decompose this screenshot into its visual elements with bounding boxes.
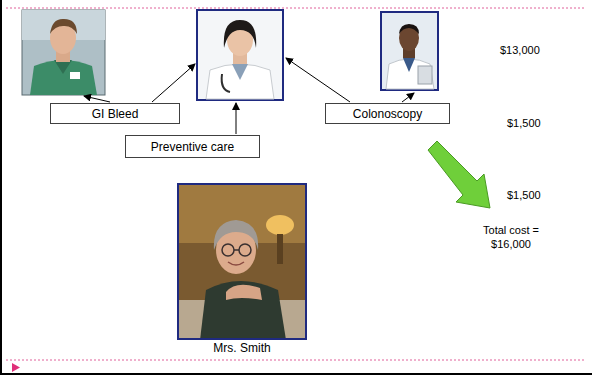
- slide-border: [0, 373, 592, 375]
- cost-label: $1,500: [507, 116, 557, 130]
- box-label: Colonoscopy: [353, 107, 422, 121]
- cost-label: $13,000: [500, 43, 560, 57]
- dotted-rule: [6, 360, 586, 361]
- condition-box: GI Bleed: [50, 103, 180, 124]
- procedure-box: Colonoscopy: [325, 103, 450, 124]
- care-box: Preventive care: [125, 135, 260, 158]
- trend-arrow: [428, 141, 490, 208]
- doctor-photo: [22, 10, 105, 95]
- photo-caption: Mrs. Smith: [213, 341, 270, 355]
- patient-frame: Mrs. Smith: [177, 183, 307, 340]
- doctor-photo: [381, 12, 438, 90]
- box-label: Preventive care: [151, 140, 234, 154]
- bullet-triangle: [12, 363, 20, 372]
- doctor-photo: [197, 10, 283, 100]
- slide-border: [0, 0, 2, 375]
- cost-label: $1,500: [507, 188, 557, 202]
- patient-photo: [177, 183, 307, 340]
- cost-label: Total cost = $16,000: [475, 223, 547, 251]
- dotted-rule: [6, 8, 586, 9]
- box-label: GI Bleed: [92, 107, 139, 121]
